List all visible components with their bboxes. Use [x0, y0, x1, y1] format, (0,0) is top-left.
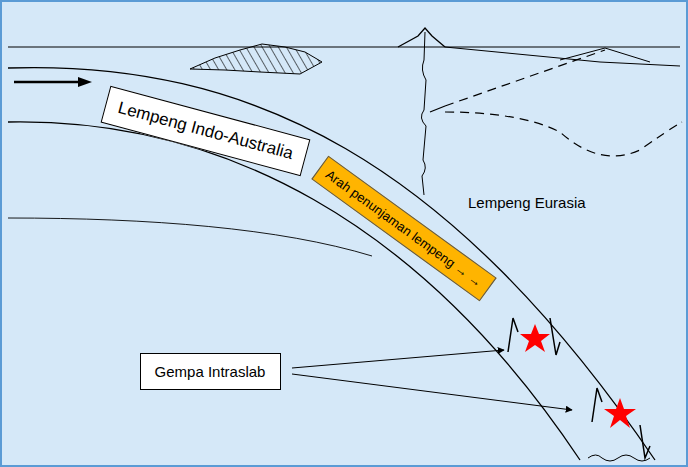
node-text: Gempa Intraslab [155, 363, 266, 380]
moho-dashed [445, 112, 682, 156]
moho-dashed [445, 50, 605, 106]
moho-line [430, 106, 445, 112]
region-label: Lempeng Eurasia [468, 194, 586, 211]
fault-symbol [550, 318, 560, 355]
volcano [398, 28, 445, 47]
continent-surface [445, 47, 680, 66]
leader-arrow [292, 374, 572, 410]
fault-symbol [592, 388, 602, 422]
slab-end [588, 455, 650, 461]
magma-conduit [421, 32, 426, 195]
callout-box: Gempa Intraslab [140, 353, 281, 390]
sea-surface [8, 47, 680, 48]
earthquake-star [604, 398, 636, 428]
motion-arrow [14, 81, 80, 84]
motion-arrowhead [78, 77, 92, 87]
earthquake-star [520, 324, 550, 352]
slab-top [8, 68, 655, 460]
leader-arrow [292, 350, 504, 368]
fault-symbol [508, 318, 518, 352]
accretionary-wedge [190, 44, 322, 74]
mantle-line [8, 218, 372, 256]
fault-symbol [640, 425, 650, 458]
